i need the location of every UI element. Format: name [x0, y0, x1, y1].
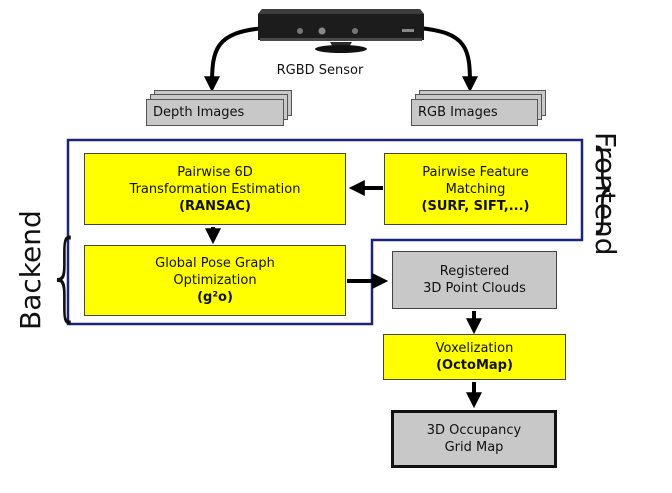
pairwise-6d-line2: Transformation Estimation — [129, 181, 301, 197]
feature-matching-line2: Matching — [445, 181, 506, 197]
sensor-label: RGBD Sensor — [276, 62, 364, 78]
pose-graph-line2: Optimization — [173, 273, 257, 288]
pairwise-6d-method: (RANSAC) — [179, 198, 251, 214]
pairwise-6d-line1: Pairwise 6D — [177, 164, 253, 180]
point-clouds-line2: 3D Point Clouds — [423, 281, 526, 296]
feature-matching-method: (SURF, SIFT,...) — [421, 198, 530, 214]
point-clouds-node: Registered 3D Point Clouds — [392, 251, 557, 309]
occupancy-line1: 3D Occupancy — [426, 423, 522, 438]
pose-graph-line1: Global Pose Graph — [155, 256, 275, 271]
backend-brace: { — [48, 220, 82, 332]
point-clouds-line1: Registered — [439, 264, 510, 279]
occupancy-line2: Grid Map — [444, 440, 504, 455]
pipeline-frame — [66, 138, 584, 326]
pose-graph-method: (g²o) — [197, 290, 233, 305]
rgb-images-node: RGB Images — [411, 99, 538, 126]
frontend-label: Frontend — [589, 132, 622, 256]
occupancy-map-node: 3D Occupancy Grid Map — [391, 410, 557, 468]
pairwise-6d-node: Pairwise 6D Transformation Estimation (R… — [84, 153, 346, 225]
feature-matching-node: Pairwise Feature Matching (SURF, SIFT,..… — [384, 153, 567, 225]
feature-matching-line1: Pairwise Feature — [422, 164, 529, 180]
backend-label: Backend — [14, 210, 47, 330]
arrow-sensor-to-rgb — [417, 26, 478, 93]
voxelization-method: (OctoMap) — [436, 358, 513, 373]
arrow-sensor-to-depth — [204, 26, 266, 93]
voxelization-line1: Voxelization — [435, 341, 514, 356]
frontend-brace: } — [587, 130, 621, 242]
voxelization-node: Voxelization (OctoMap) — [383, 334, 566, 380]
kinect-sensor-icon — [258, 9, 424, 53]
pose-graph-node: Global Pose Graph Optimization (g²o) — [84, 245, 346, 316]
depth-images-node: Depth Images — [146, 99, 284, 126]
